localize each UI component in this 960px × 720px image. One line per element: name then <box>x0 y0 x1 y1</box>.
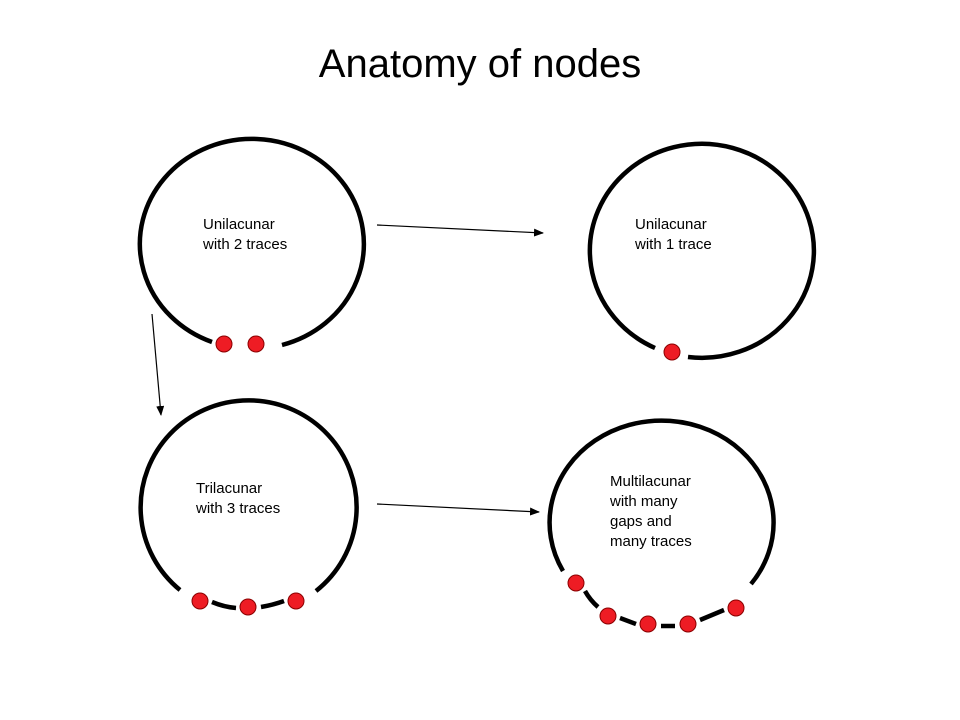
node-label-unilacunar-2: Unilacunar with 2 traces <box>203 215 287 255</box>
stele-arc <box>547 418 776 586</box>
node-label-line: gaps and <box>610 513 672 530</box>
node-label-line: with many <box>610 493 678 510</box>
stele-segment <box>699 607 725 623</box>
stele-arc <box>587 141 817 361</box>
stele-arc <box>137 136 367 348</box>
node-multilacunar <box>547 418 776 633</box>
stele-segment <box>260 598 285 610</box>
leaf-trace-dot <box>239 598 257 616</box>
arrow-unilacunar-2-to-trilacunar <box>151 313 165 416</box>
arrow-unilacunar-2-to-unilacunar-1 <box>376 224 544 237</box>
stele-segment <box>211 599 237 611</box>
node-label-unilacunar-1: Unilacunar with 1 trace <box>635 215 712 255</box>
node-trilacunar-3-traces <box>138 398 359 616</box>
node-label-line: Trilacunar <box>196 480 263 497</box>
node-label-line: Multilacunar <box>610 473 691 490</box>
leaf-trace-dot <box>663 343 681 361</box>
leaf-trace-dot <box>191 592 209 610</box>
leaf-trace-dot <box>639 615 657 633</box>
stele-arc <box>138 398 359 593</box>
node-label-line: many traces <box>610 533 692 550</box>
stele-segment <box>619 615 637 627</box>
node-unilacunar-1-trace <box>587 141 817 361</box>
node-label-line: Unilacunar <box>635 216 707 233</box>
node-label-line: with 3 traces <box>196 500 281 517</box>
node-label-line: Unilacunar <box>203 216 275 233</box>
node-unilacunar-2-traces <box>137 136 367 353</box>
leaf-trace-dot <box>287 592 305 610</box>
stele-segment <box>583 589 600 609</box>
node-label-trilacunar: Trilacunar with 3 traces <box>196 479 280 519</box>
node-label-line: with 2 traces <box>203 236 288 253</box>
arrow-trilacunar-to-multilacunar <box>376 503 540 516</box>
node-label-multilacunar: Multilacunar with many gaps and many tra… <box>610 472 692 552</box>
leaf-trace-dot <box>679 615 697 633</box>
slide-title: Anatomy of nodes <box>318 42 642 86</box>
node-label-line: with 1 trace <box>635 236 712 253</box>
leaf-trace-dot <box>727 599 745 617</box>
leaf-trace-dot <box>567 574 585 592</box>
leaf-trace-dot <box>599 607 617 625</box>
leaf-trace-dot <box>215 335 233 353</box>
leaf-trace-dot <box>247 335 265 353</box>
